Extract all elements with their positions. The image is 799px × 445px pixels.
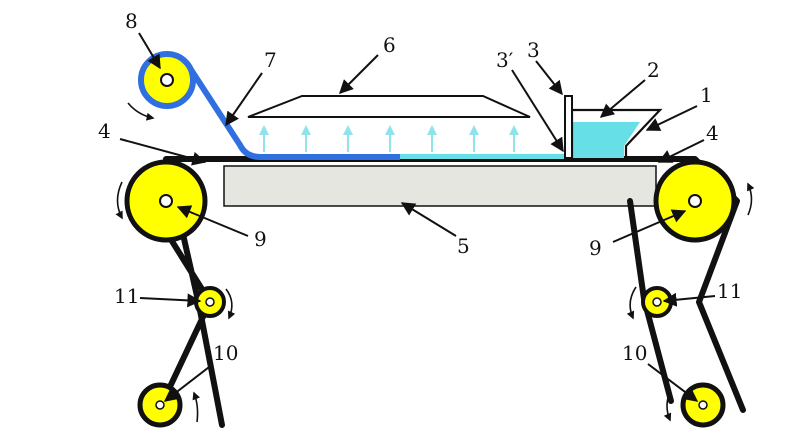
- drying-hood: [247, 95, 531, 118]
- dried-film: [183, 60, 400, 160]
- doctor-blade: [564, 95, 573, 159]
- label-9-right: 9: [589, 236, 602, 260]
- roller-11-right: [641, 286, 673, 318]
- roller-10-right: [680, 382, 726, 428]
- roller-10-left: [137, 382, 183, 428]
- label-2: 2: [647, 58, 660, 82]
- rotation-arrows: [115, 102, 755, 423]
- vapor-arrows: [259, 125, 519, 152]
- label-8: 8: [125, 9, 138, 33]
- label-7: 7: [264, 48, 277, 72]
- roller-11-left: [194, 286, 226, 318]
- label-4-right: 4: [706, 121, 719, 145]
- label-10-left: 10: [213, 341, 238, 365]
- label-9-left: 9: [254, 227, 267, 251]
- wet-slurry-layer: [400, 154, 566, 159]
- roller-9-right: [653, 159, 737, 243]
- label-1: 1: [700, 83, 713, 107]
- label-6: 6: [383, 33, 396, 57]
- label-5: 5: [457, 234, 470, 258]
- roller-9-left: [124, 159, 208, 243]
- slurry-reservoir: [570, 108, 663, 158]
- take-up-roller-8: [138, 51, 196, 109]
- label-11-left: 11: [114, 284, 139, 308]
- label-11-right: 11: [717, 279, 742, 303]
- label-10-right: 10: [622, 341, 647, 365]
- leader-lines: [119, 32, 716, 402]
- label-4-left: 4: [98, 119, 111, 143]
- label-3: 3: [527, 38, 540, 62]
- label-3-prime: 3′: [496, 48, 514, 72]
- support-table: [223, 165, 657, 207]
